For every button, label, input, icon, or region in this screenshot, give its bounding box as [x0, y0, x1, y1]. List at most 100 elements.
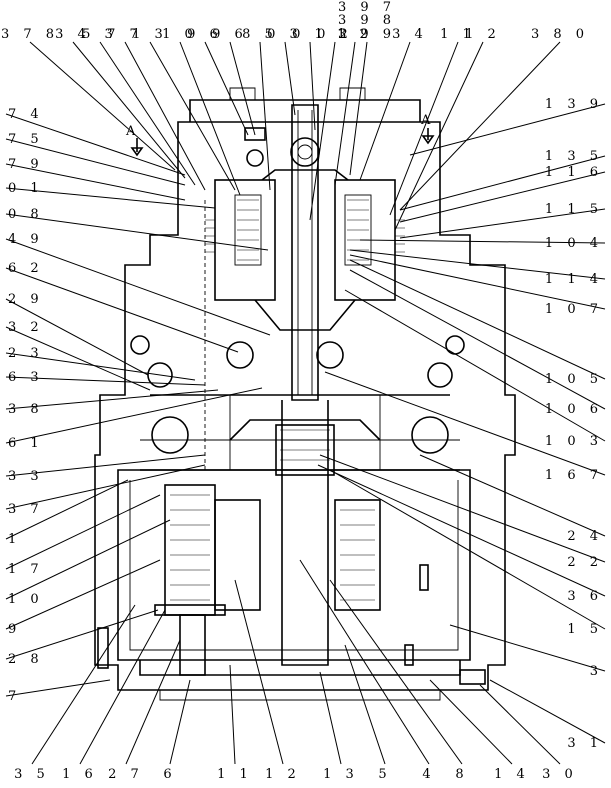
callout-left-16: 1 7: [8, 562, 44, 577]
callout-top-7: 9 6: [212, 27, 248, 42]
leader-right-0: [409, 103, 606, 156]
leader-bottom-3: [169, 679, 191, 765]
piston-block: [205, 127, 405, 331]
callout-top-6: 9 6: [187, 27, 223, 42]
leader-right-15: [449, 624, 606, 672]
callout-right-14: 1 5: [567, 622, 603, 637]
leader-right-7: [349, 259, 606, 380]
leader-right-14: [329, 469, 606, 630]
leader-left-5: [5, 238, 271, 336]
callout-top-16: 3 4: [392, 27, 428, 42]
leader-left-7: [5, 298, 149, 376]
callout-left-3: 0 1: [8, 181, 44, 196]
leader-top-7: [229, 41, 256, 136]
leader-bottom-5: [234, 579, 284, 765]
leader-right-10: [324, 371, 606, 476]
callout-bottom-6: 1 3: [323, 767, 359, 782]
leader-bottom-0: [31, 604, 136, 765]
leader-right-4: [359, 239, 606, 244]
leader-right-3: [399, 208, 606, 239]
callout-bottom-3: 6: [163, 767, 176, 782]
leader-left-1: [5, 138, 186, 186]
leader-left-15: [5, 479, 129, 540]
callout-top-2: 5 3: [82, 27, 118, 42]
leader-right-16: [489, 679, 606, 744]
callout-top-5: 1 0: [162, 27, 198, 42]
leader-top-18: [394, 41, 484, 231]
center-shaft: [275, 104, 335, 666]
leader-left-19: [5, 609, 159, 660]
callout-left-2: 7 9: [8, 157, 44, 172]
callout-bottom-7: 5: [378, 767, 391, 782]
callout-top-19: 3 8 0: [531, 27, 589, 42]
leader-right-11: [419, 454, 606, 537]
leader-top-2: [99, 41, 196, 186]
callout-left-15: 1: [8, 532, 21, 547]
leader-right-9: [344, 289, 606, 442]
leader-left-10: [5, 376, 206, 386]
callout-right-3: 1 1 5: [545, 202, 603, 217]
callouts-left: 7 47 57 90 10 84 96 22 93 22 36 33 86 13…: [5, 107, 271, 704]
callout-right-0: 1 3 9: [545, 97, 603, 112]
leader-right-12: [319, 454, 606, 563]
leader-top-6: [204, 41, 249, 136]
callout-left-7: 2 9: [8, 292, 44, 307]
callout-right-10: 1 6 7: [545, 468, 603, 483]
planetary-gears: [97, 200, 486, 685]
leader-top-16: [359, 41, 411, 181]
callout-top-10: 0 1: [292, 27, 328, 42]
leader-bottom-8: [299, 559, 430, 765]
leader-right-1: [399, 155, 606, 211]
leader-top-19: [399, 41, 561, 211]
leader-right-2: [399, 171, 606, 223]
leader-left-9: [5, 352, 196, 381]
callout-right-1: 1 3 5: [545, 149, 603, 164]
callout-top-9: 0 3: [267, 27, 303, 42]
leader-bottom-7: [344, 644, 386, 765]
callout-top-0: 3 7 8: [1, 27, 59, 42]
callout-bottom-8: 4: [422, 767, 435, 782]
callouts-right: 1 3 91 3 51 1 61 1 51 0 41 1 41 0 71 0 5…: [317, 97, 606, 751]
leader-top-11: [309, 41, 336, 221]
leader-right-13: [317, 464, 606, 597]
section-markers: A A: [125, 113, 435, 157]
callout-left-11: 3 8: [8, 402, 44, 417]
callout-right-11: 2 4: [567, 529, 603, 544]
section-label-right: A: [420, 113, 435, 128]
callout-bottom-5: 1 2: [265, 767, 301, 782]
leader-left-6: [5, 267, 239, 353]
leader-top-4: [149, 41, 236, 191]
leader-top-0: [29, 41, 176, 171]
callout-left-14: 3 7: [8, 502, 44, 517]
leader-left-17: [5, 519, 171, 600]
callout-left-9: 2 3: [8, 346, 44, 361]
callout-right-5: 1 1 4: [545, 272, 603, 287]
leader-left-20: [5, 679, 111, 697]
callout-left-6: 6 2: [8, 261, 44, 276]
section-label-left: A: [125, 124, 140, 139]
leader-left-4: [5, 213, 269, 251]
callout-bottom-0: 3 5: [14, 767, 50, 782]
callout-right-13: 3 6: [567, 589, 603, 604]
callout-top-8: 8 5: [242, 27, 278, 42]
leader-top-15: [349, 41, 368, 176]
leader-right-5: [349, 249, 606, 280]
callout-left-1: 7 5: [8, 132, 44, 147]
leader-bottom-10: [429, 679, 513, 765]
callout-top-4: 1 3: [132, 27, 168, 42]
leader-bottom-6: [319, 671, 342, 765]
leader-bottom-2: [125, 639, 181, 765]
leader-left-3: [5, 187, 216, 209]
leader-left-2: [5, 163, 186, 201]
callout-bottom-10: 1 4: [494, 767, 530, 782]
callout-left-5: 4 9: [8, 232, 44, 247]
callout-top-18: 1 2: [465, 27, 501, 42]
callout-top-12: 1 2: [337, 27, 373, 42]
callout-left-0: 7 4: [8, 107, 44, 122]
callout-left-12: 6 1: [8, 436, 44, 451]
callout-top-17: 1 1: [440, 27, 476, 42]
callout-left-18: 9: [8, 622, 21, 637]
leader-top-8: [259, 41, 271, 191]
callout-top-14: 3 9 8: [338, 13, 396, 28]
